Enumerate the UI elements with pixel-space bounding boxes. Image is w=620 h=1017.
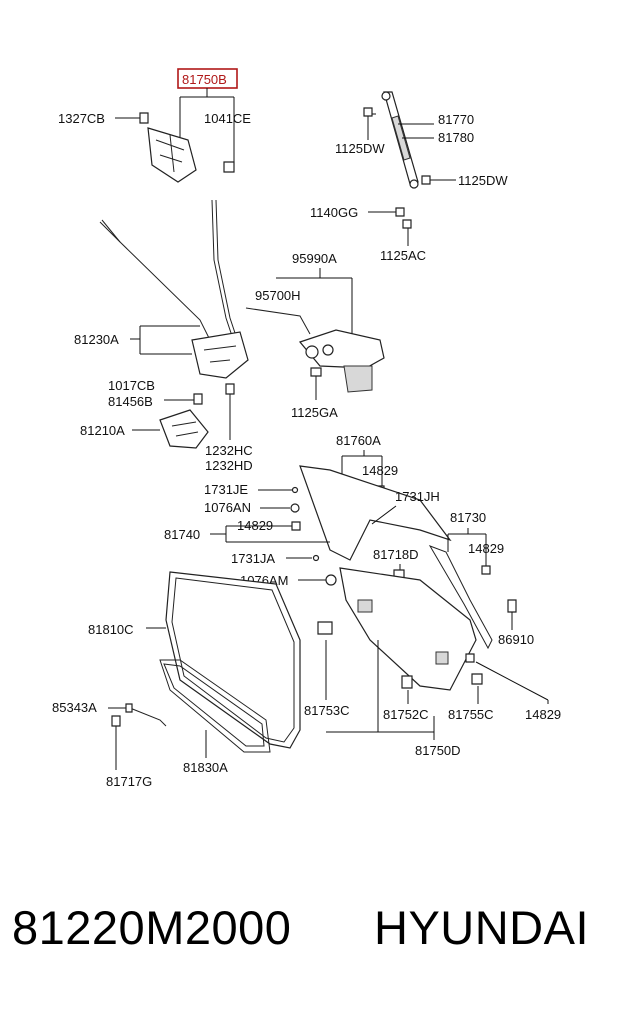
label-81750B[interactable]: 81750B bbox=[182, 72, 227, 87]
label-1731JA[interactable]: 1731JA bbox=[231, 551, 275, 566]
label-81456B[interactable]: 81456B bbox=[108, 394, 153, 409]
bolt-part bbox=[139, 112, 149, 124]
label-1041CE[interactable]: 1041CE bbox=[204, 111, 251, 126]
label-95700H[interactable]: 95700H bbox=[255, 288, 301, 303]
label-1232HD[interactable]: 1232HD bbox=[205, 458, 253, 473]
weatherstrip bbox=[165, 571, 301, 749]
footer: 81220M2000 HYUNDAI bbox=[0, 900, 620, 980]
label-1076AN[interactable]: 1076AN bbox=[204, 500, 251, 515]
lock-rod bbox=[245, 307, 311, 335]
lower-trim-panel bbox=[339, 567, 477, 691]
label-1731JH[interactable]: 1731JH bbox=[395, 489, 440, 504]
label-1232HC[interactable]: 1232HC bbox=[205, 443, 253, 458]
latch-rod bbox=[99, 221, 211, 341]
label-1140GG[interactable]: 1140GG bbox=[310, 205, 358, 220]
label-81717G[interactable]: 81717G bbox=[106, 774, 152, 789]
label-1017CB[interactable]: 1017CB bbox=[108, 378, 155, 393]
brand-name: HYUNDAI bbox=[374, 901, 590, 954]
label-81740[interactable]: 81740 bbox=[164, 527, 200, 542]
label-81718D[interactable]: 81718D bbox=[373, 547, 419, 562]
label-81752C[interactable]: 81752C bbox=[383, 707, 429, 722]
label-81810C[interactable]: 81810C bbox=[88, 622, 134, 637]
seal-81830A bbox=[159, 659, 271, 753]
label-14829-d[interactable]: 14829 bbox=[525, 707, 561, 722]
upper-trim-panel bbox=[299, 465, 452, 561]
label-85343A[interactable]: 85343A bbox=[52, 700, 97, 715]
label-81753C[interactable]: 81753C bbox=[304, 703, 350, 718]
label-81730[interactable]: 81730 bbox=[450, 510, 486, 525]
label-14829-a[interactable]: 14829 bbox=[362, 463, 398, 478]
latch-body bbox=[191, 331, 249, 379]
striker-part bbox=[159, 409, 209, 449]
label-1731JE[interactable]: 1731JE bbox=[204, 482, 248, 497]
label-81750D[interactable]: 81750D bbox=[415, 743, 461, 758]
label-81830A[interactable]: 81830A bbox=[183, 760, 228, 775]
label-1125GA[interactable]: 1125GA bbox=[291, 405, 338, 420]
label-95990A[interactable]: 95990A bbox=[292, 251, 337, 266]
side-seal bbox=[428, 545, 493, 650]
label-81755C[interactable]: 81755C bbox=[448, 707, 494, 722]
actuator-body bbox=[298, 329, 385, 369]
release-rod bbox=[211, 199, 235, 343]
label-81210A[interactable]: 81210A bbox=[80, 423, 125, 438]
label-81760A[interactable]: 81760A bbox=[336, 433, 381, 448]
label-86910[interactable]: 86910 bbox=[498, 632, 534, 647]
label-1125DW-right[interactable]: 1125DW bbox=[458, 173, 508, 188]
part-number: 81220M2000 bbox=[12, 901, 292, 954]
label-1125AC[interactable]: 1125AC bbox=[380, 248, 426, 263]
cable-part bbox=[129, 707, 167, 727]
label-81230A[interactable]: 81230A bbox=[74, 332, 119, 347]
label-81780[interactable]: 81780 bbox=[438, 130, 474, 145]
label-14829-b[interactable]: 14829 bbox=[237, 518, 273, 533]
label-14829-c[interactable]: 14829 bbox=[468, 541, 504, 556]
label-81770[interactable]: 81770 bbox=[438, 112, 474, 127]
label-1125DW-top[interactable]: 1125DW bbox=[335, 141, 385, 156]
label-1327CB[interactable]: 1327CB bbox=[58, 111, 105, 126]
